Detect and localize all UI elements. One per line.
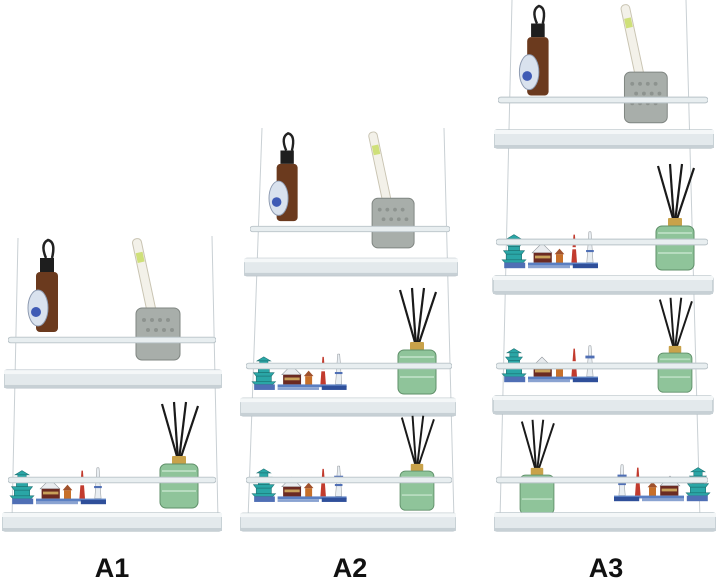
variant-label-a1: A1 bbox=[94, 553, 130, 583]
shelf-set-a2 bbox=[240, 127, 458, 532]
shelf-set-a1 bbox=[2, 235, 222, 532]
variant-label-a2: A2 bbox=[332, 553, 368, 583]
variant-label-a3: A3 bbox=[588, 553, 624, 583]
shelf-set-a3 bbox=[492, 0, 716, 532]
